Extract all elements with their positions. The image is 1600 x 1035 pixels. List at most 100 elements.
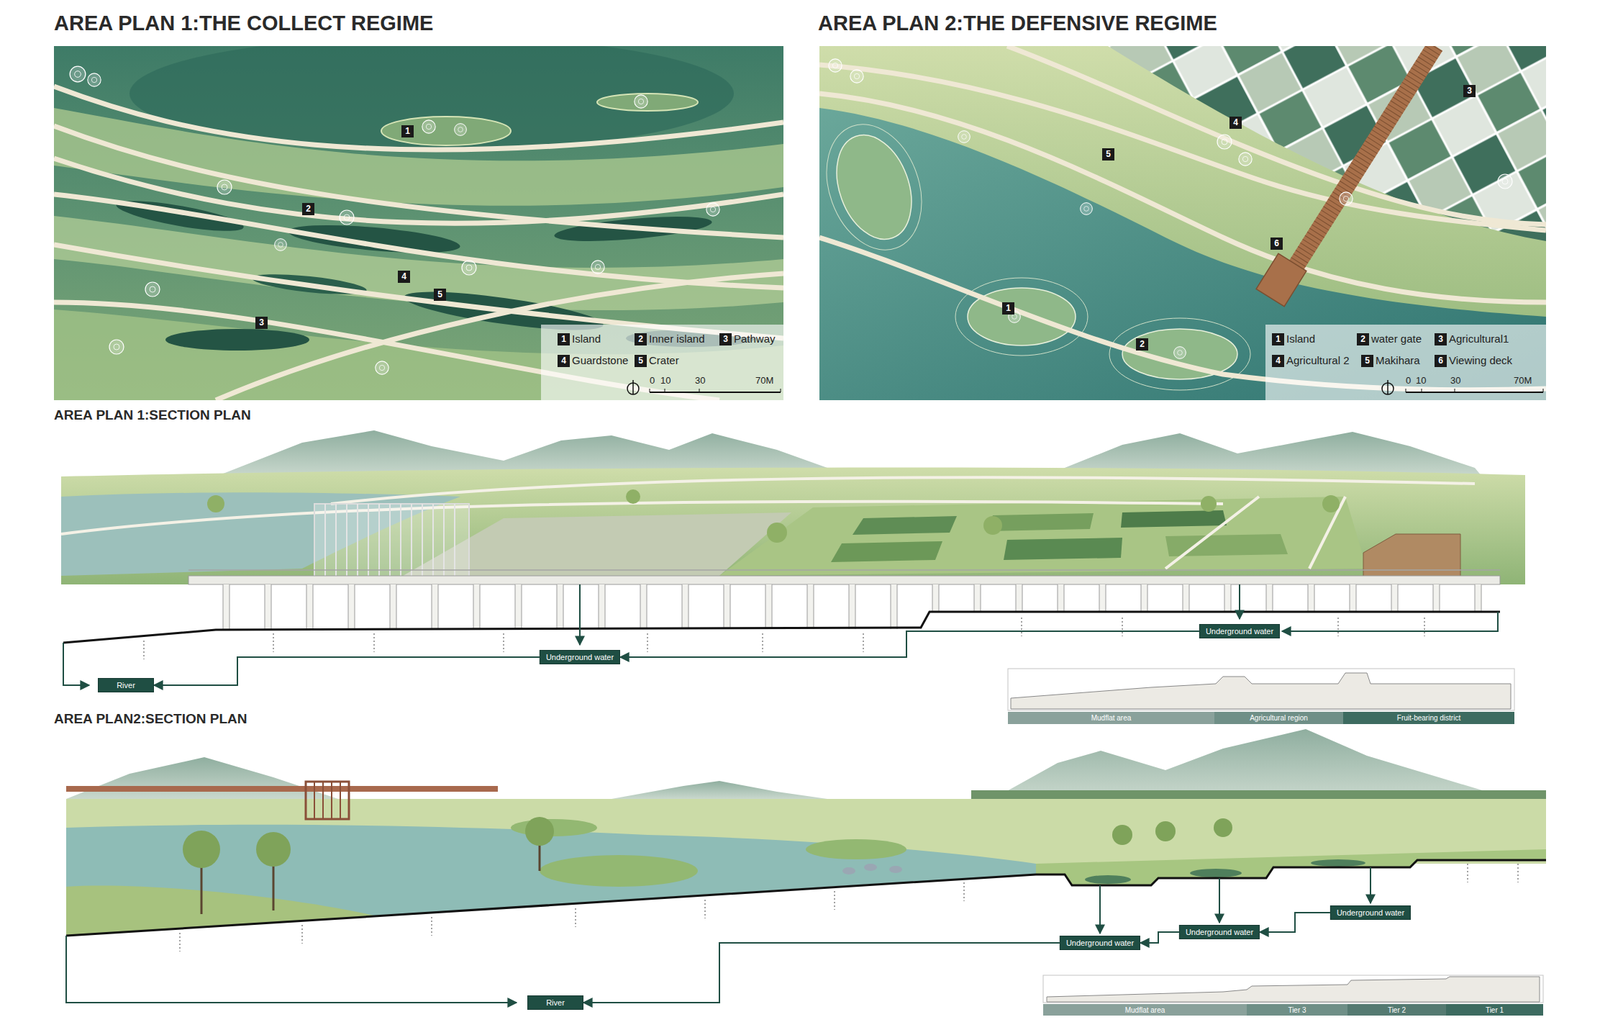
- illustration-shape: [1454, 388, 1456, 393]
- illustration-shape: [53, 125, 784, 238]
- callout-number: 5: [433, 288, 447, 301]
- illustration-shape: [188, 575, 1500, 585]
- section-defensive: [66, 728, 1547, 1003]
- legend-text: Island: [571, 332, 601, 345]
- node-text: Underground water: [1336, 907, 1405, 917]
- illustration-shape: [1213, 817, 1233, 837]
- illustration-shape: [1109, 317, 1251, 390]
- illustration-shape: [541, 324, 784, 400]
- zone-band: Tier 3: [1246, 1003, 1348, 1016]
- illustration-shape: [850, 69, 864, 83]
- node-text: Mudflat area: [1091, 713, 1132, 722]
- legend-number: 6: [1434, 354, 1447, 367]
- node-text: Underground water: [1066, 938, 1134, 947]
- illustration-shape: [1217, 134, 1232, 149]
- illustration-shape: [330, 476, 1475, 504]
- zone-band: Fruit-bearing district: [1343, 711, 1515, 724]
- illustration-shape: [314, 503, 470, 583]
- scale-label: 10: [660, 374, 671, 386]
- zone-band: Mudflat area: [1043, 1003, 1247, 1016]
- illustration-shape: [819, 46, 1547, 400]
- illustration-shape: [1369, 866, 1372, 903]
- scale-label: 30: [694, 374, 706, 386]
- illustration-shape: [1007, 668, 1515, 711]
- illustration-shape: [1405, 388, 1407, 393]
- illustration-shape: [454, 123, 467, 136]
- illustration-shape: [66, 785, 498, 792]
- illustration-shape: [649, 388, 651, 393]
- illustration-shape: [1189, 868, 1242, 877]
- plan-collect: [53, 46, 784, 400]
- illustration-shape: [1543, 388, 1544, 393]
- illustration-shape: [1007, 46, 1547, 225]
- illustration-shape: [109, 339, 124, 354]
- callout-number: 3: [1463, 84, 1476, 98]
- illustration-shape: [889, 865, 903, 873]
- illustration-shape: [325, 503, 455, 583]
- illustration-shape: [53, 158, 784, 224]
- illustration-shape: [852, 515, 957, 535]
- node-text: Agricultural region: [1249, 713, 1308, 722]
- flow-box: Underground water: [1179, 924, 1260, 939]
- illustration-shape: [1218, 877, 1221, 923]
- legend-number: 3: [1434, 333, 1447, 346]
- illustration-shape: [143, 617, 1425, 659]
- illustration-shape: [591, 260, 605, 274]
- illustration-shape: [129, 46, 734, 152]
- illustration-shape: [1238, 152, 1252, 166]
- section-heading: AREA PLAN 1:SECTION PLAN: [53, 407, 252, 424]
- plan-defensive: [819, 46, 1547, 400]
- illustration-shape: [381, 116, 511, 146]
- illustration-shape: [422, 120, 436, 134]
- illustration-shape: [1112, 824, 1133, 845]
- illustration-shape: [579, 584, 581, 645]
- illustration-shape: [649, 391, 781, 393]
- illustration-shape: [842, 863, 903, 875]
- illustration-shape: [314, 781, 341, 819]
- illustration-shape: [63, 642, 90, 685]
- illustration-shape: [539, 854, 698, 887]
- illustration-shape: [61, 466, 1526, 585]
- illustration-shape: [53, 244, 784, 339]
- illustration-shape: [1165, 496, 1259, 569]
- legend-number: 1: [557, 333, 570, 346]
- zone-band: Tier 2: [1347, 1003, 1447, 1016]
- illustration-shape: [830, 541, 943, 562]
- illustration-shape: [375, 361, 389, 375]
- illustration-shape: [1174, 346, 1187, 359]
- illustration-shape: [538, 841, 542, 871]
- illustration-shape: [992, 728, 1511, 799]
- illustration-shape: [1322, 494, 1340, 513]
- callout-number: 4: [397, 270, 411, 283]
- callout-number: 4: [1229, 116, 1242, 129]
- node-text: Underground water: [546, 652, 614, 662]
- illustration-shape: [61, 501, 1224, 534]
- illustration-shape: [664, 388, 666, 393]
- illustration-shape: [1080, 202, 1093, 216]
- illustration-shape: [828, 58, 842, 72]
- illustration-shape: [200, 863, 203, 914]
- node-text: Mudflat area: [1125, 1005, 1166, 1014]
- illustration-shape: [699, 388, 700, 393]
- illustration-shape: [634, 94, 648, 108]
- illustration-shape: [780, 388, 782, 393]
- legend-text: Crater: [648, 353, 680, 367]
- illustration-shape: [215, 584, 925, 629]
- illustration-shape: [1421, 388, 1423, 393]
- water-flow-connector: [1140, 931, 1180, 943]
- illustration-shape: [207, 489, 1340, 543]
- illustration-shape: [53, 86, 784, 150]
- legend-text: Makihara: [1375, 353, 1421, 367]
- zone-band: Tier 1: [1446, 1003, 1544, 1016]
- water-flow-connector: [583, 942, 1060, 1003]
- section-heading: AREA PLAN2:SECTION PLAN: [53, 710, 247, 727]
- node-text: Fruit-bearing district: [1397, 713, 1461, 722]
- scale-label: 0: [649, 374, 655, 386]
- callout-number: 2: [302, 202, 315, 216]
- legend-number: 3: [719, 333, 732, 346]
- illustration-shape: [819, 46, 1547, 400]
- flow-box: Underground water: [1330, 905, 1411, 920]
- illustration-shape: [597, 93, 698, 111]
- scale-label: 0: [1405, 374, 1411, 386]
